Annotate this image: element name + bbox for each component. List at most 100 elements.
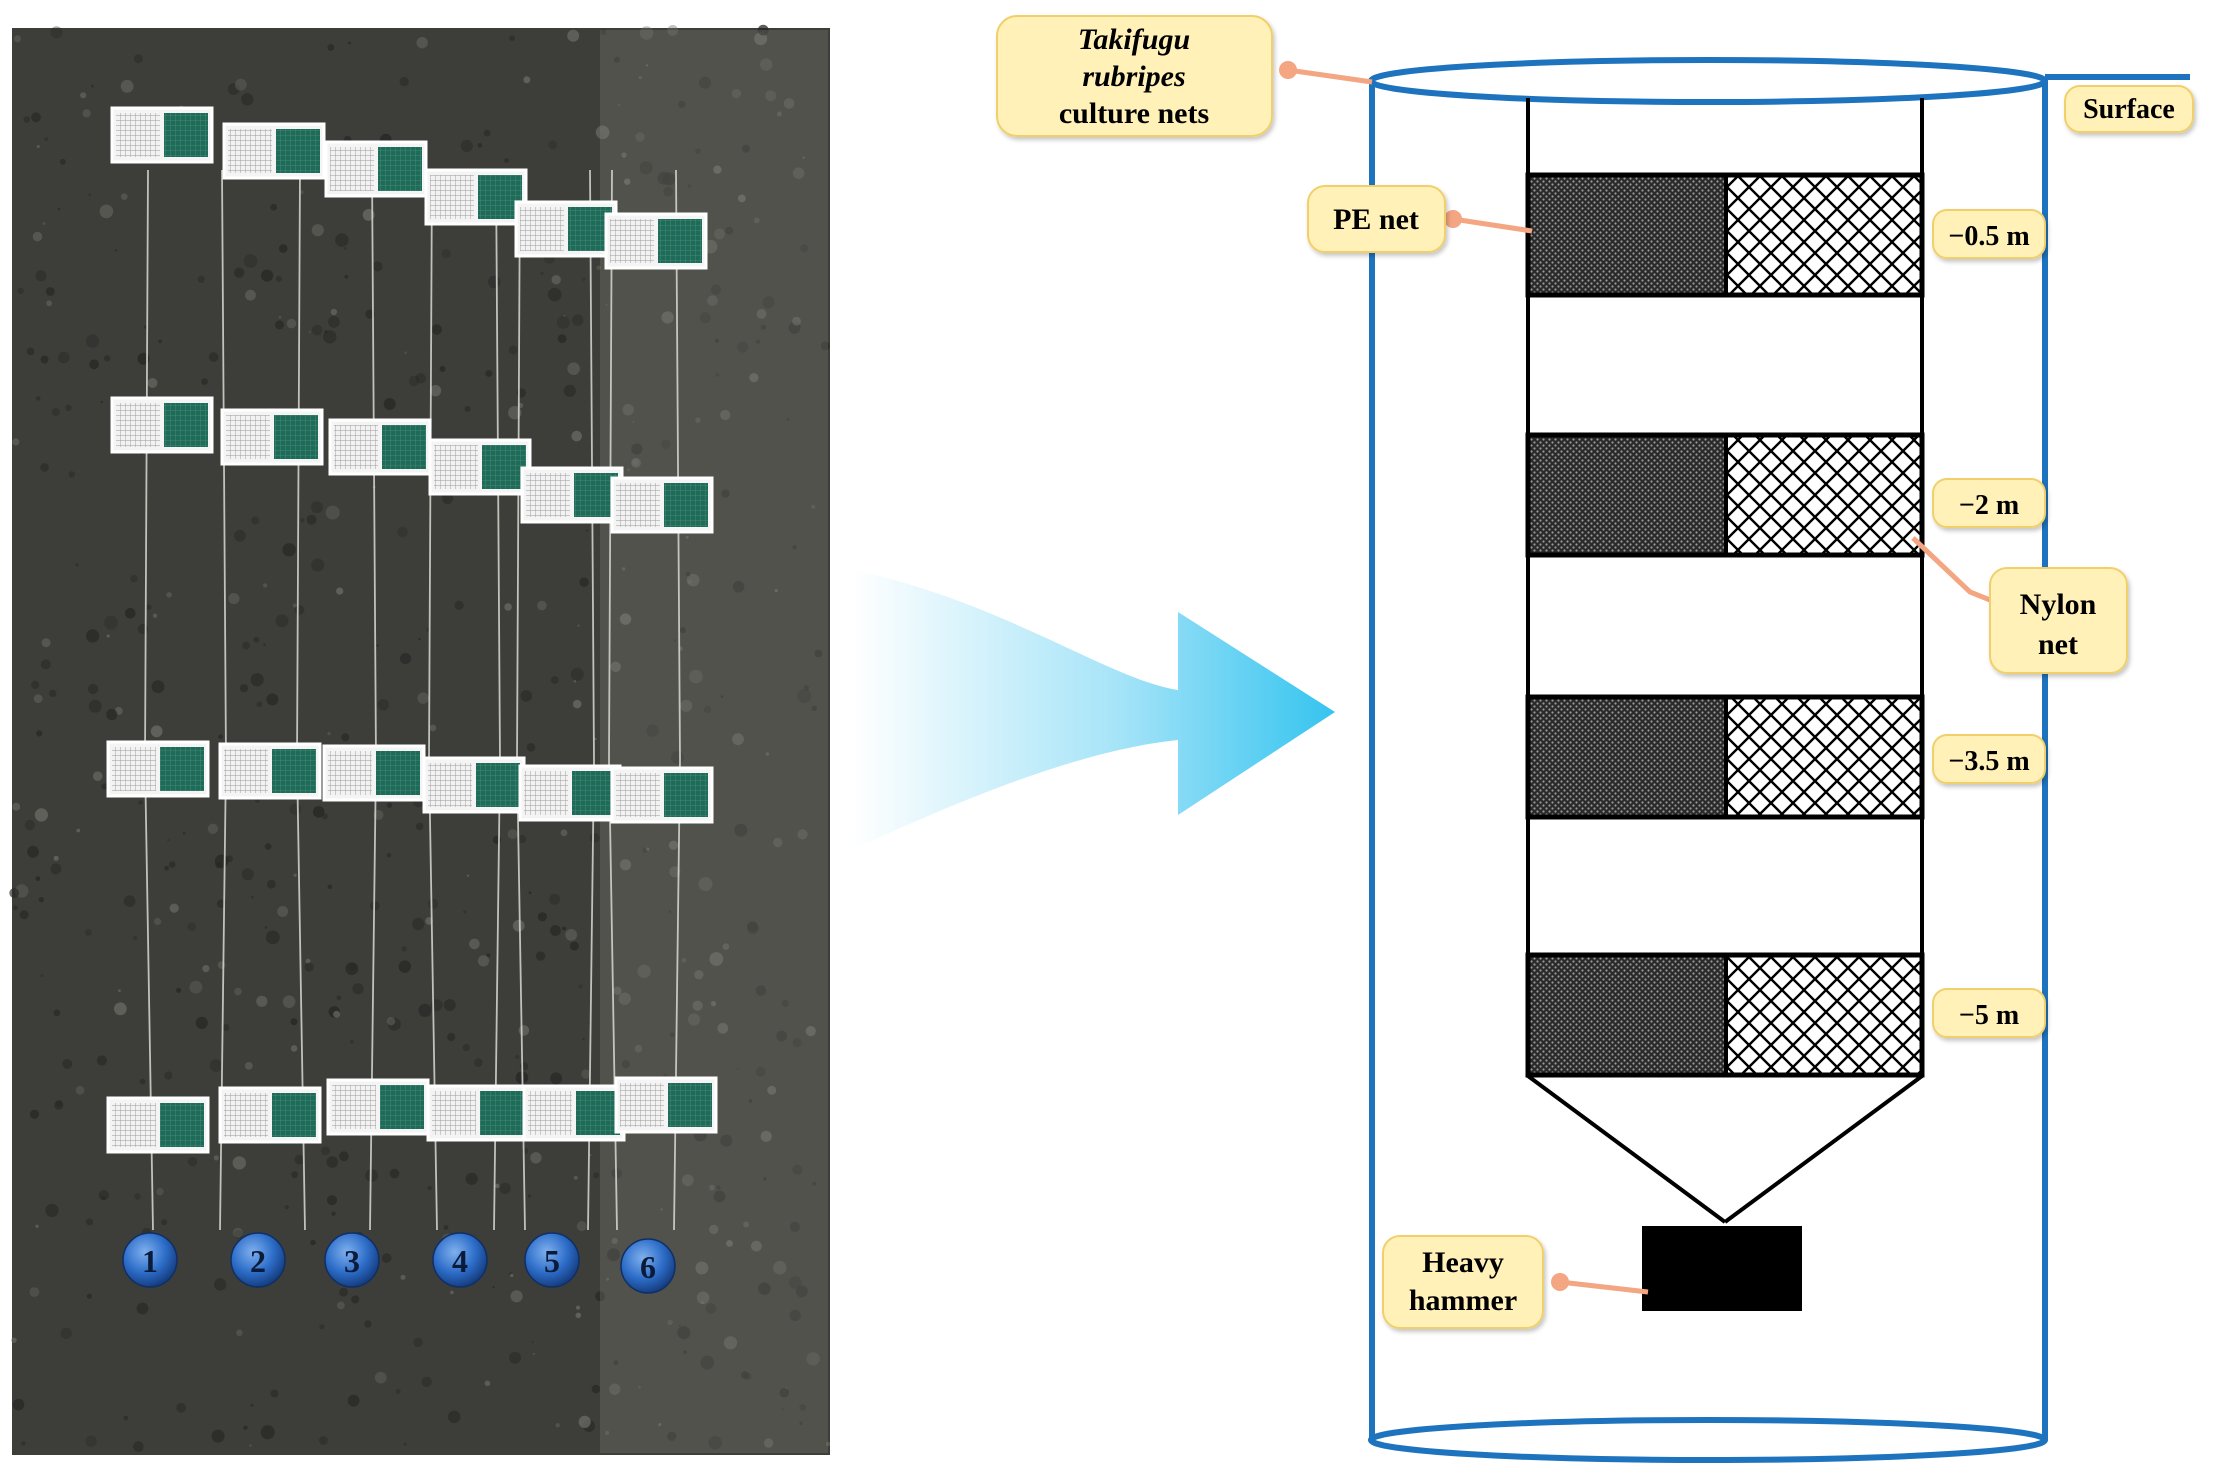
photo-speckle (747, 922, 759, 934)
photo-speckle (714, 338, 719, 343)
photo-speckle (751, 1240, 762, 1252)
photo-speckle (720, 1134, 733, 1147)
photo-speckle (658, 1423, 662, 1427)
connector-dot-heavy-hammer (1551, 1273, 1569, 1291)
photo-speckle (732, 733, 744, 746)
photo-speckle (33, 694, 43, 703)
photo-speckle (335, 233, 349, 247)
photo-speckle (488, 275, 501, 289)
photo-speckle (622, 404, 634, 416)
photo-speckle (669, 910, 672, 913)
photo-speckle (275, 320, 284, 330)
photo-speckle (518, 834, 527, 844)
photo-speckle (321, 813, 328, 820)
cylinder-top (1368, 57, 2048, 105)
photo-speckle (413, 1337, 423, 1348)
photo-speckle (49, 689, 57, 698)
photo-speckle (23, 116, 31, 123)
photo-speckle (232, 1156, 246, 1170)
photo-speckle (781, 1408, 784, 1411)
photo-speckle (591, 1384, 601, 1394)
photo-speckle (463, 910, 467, 914)
photo-speckle (619, 613, 632, 625)
photo-speckle (292, 603, 297, 608)
photo-speckle (264, 843, 272, 850)
photo-speckle (278, 316, 282, 319)
nylon-net-label-line2: net (2038, 628, 2078, 661)
photo-speckle (454, 600, 464, 610)
photo-speckle (90, 84, 94, 88)
photo-speckle (557, 334, 567, 343)
photo-speckle (416, 37, 428, 49)
photo-speckle (593, 1172, 600, 1179)
photo-speckle (326, 1156, 339, 1168)
photo-speckle (741, 1371, 749, 1379)
photo-speckle (709, 952, 724, 966)
photo-speckle (760, 324, 767, 330)
photo-speckle (310, 1239, 316, 1246)
photo-speckle (609, 1383, 621, 1395)
photo-speckle (312, 806, 325, 818)
photo-speckle (264, 925, 268, 929)
culture-nets-label-line1: Takifugu (1078, 23, 1190, 56)
photo-speckle (75, 563, 79, 567)
photo-speckle (713, 165, 722, 174)
photo-speckle (138, 800, 143, 805)
photo-speckle (104, 355, 111, 362)
photo-speckle (123, 895, 136, 907)
photo-speckle (535, 951, 546, 961)
photo-speckle (336, 995, 342, 1001)
photo-speckle (533, 1352, 535, 1355)
photo-speckle (404, 351, 407, 355)
photo-speckle (341, 733, 350, 742)
photo-speckle (637, 964, 651, 978)
photo-speckle (556, 315, 570, 329)
photo-speckle (799, 1404, 807, 1411)
photo-speckle (133, 1441, 144, 1452)
photo-speckle (40, 463, 49, 472)
photo-speckle (213, 1155, 219, 1161)
photo-speckle (88, 699, 102, 713)
photo-speckle (429, 385, 442, 397)
photo-speckle (723, 1336, 738, 1350)
photo-speckle (321, 1146, 330, 1156)
photo-speckle (133, 936, 138, 940)
photo-speckle (330, 308, 338, 316)
photo-speckle (531, 1341, 534, 1344)
photo-speckle (605, 303, 608, 306)
photo-speckle (202, 965, 210, 973)
photo-speckle (763, 1177, 767, 1181)
photo-speckle (88, 683, 99, 695)
photo-net-panel (326, 1078, 430, 1136)
photo-speckle (139, 1078, 146, 1085)
photo-speckle (774, 589, 778, 593)
photo-speckle (319, 1436, 328, 1445)
photo-speckle (242, 641, 250, 650)
photo-speckle (339, 1287, 348, 1297)
photo-speckle (311, 501, 323, 514)
photo-speckle (687, 184, 692, 188)
photo-net-panel (106, 740, 210, 798)
photo-speckle (418, 1003, 432, 1018)
photo-speckle (624, 178, 631, 185)
photo-speckle (725, 226, 734, 235)
photo-speckle (327, 884, 333, 890)
photo-speckle (337, 1301, 345, 1310)
photo-speckle (495, 1183, 500, 1189)
photo-speckle (195, 1016, 208, 1029)
photo-net-panel (106, 1096, 210, 1154)
column-number-badge (324, 1232, 380, 1288)
depth-label-text: −2 m (1959, 490, 2019, 521)
photo-speckle (40, 355, 49, 364)
photo-speckle (530, 1152, 542, 1164)
photo-speckle (550, 676, 559, 685)
photo-speckle (734, 823, 748, 837)
photo-speckle (681, 1174, 694, 1187)
column-number-6: 6 (640, 1249, 656, 1285)
pe-net-panel (1530, 435, 1726, 555)
right-arrow-icon (852, 570, 1335, 850)
photo-speckle (600, 29, 607, 35)
photo-speckle (789, 1221, 801, 1232)
pe-net-panel (1530, 175, 1726, 295)
photo-speckle (286, 318, 297, 329)
